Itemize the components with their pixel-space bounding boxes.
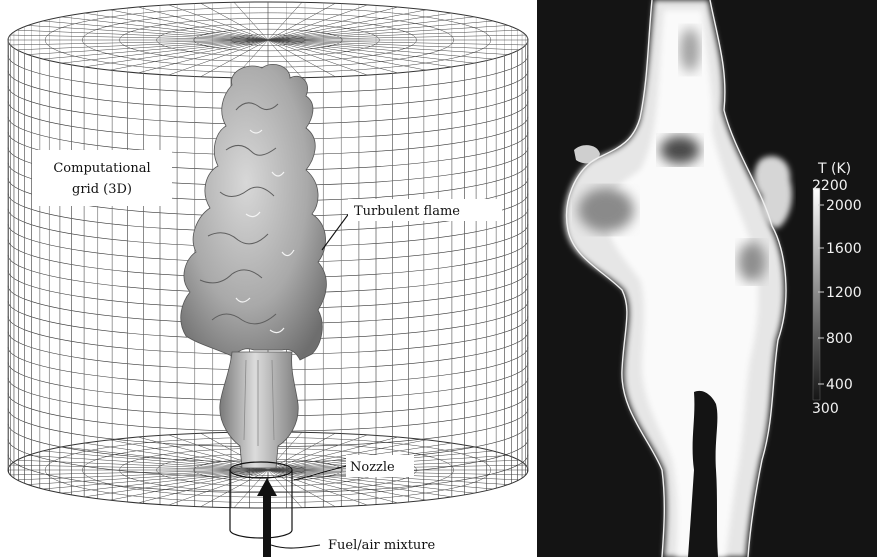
grid-cylinder-panel: Computational grid (3D) Turbulent flame … <box>8 2 528 557</box>
grid-label-line1: Computational <box>53 161 150 176</box>
fuel-air-mixture-label: Fuel/air mixture <box>328 538 436 553</box>
colorbar-tick-400: 400 <box>826 377 853 393</box>
nozzle-label: Nozzle <box>350 460 395 475</box>
colorbar-tick-1600: 1600 <box>826 241 862 257</box>
colorbar-title: T (K) <box>817 161 851 177</box>
colorbar-tick-2000: 2000 <box>826 198 862 214</box>
inlet-arrow <box>257 478 277 557</box>
temperature-field-panel: T (K) 2200 2000 1600 1200 800 400 300 <box>537 0 877 557</box>
grid-label-line2: grid (3D) <box>72 182 132 197</box>
turbulent-flame-label: Turbulent flame <box>354 204 460 219</box>
colorbar-tick-800: 800 <box>826 331 853 347</box>
colorbar-tick-1200: 1200 <box>826 285 862 301</box>
colorbar-max-label: 2200 <box>812 178 848 194</box>
colorbar-min-label: 300 <box>812 401 839 417</box>
turbulent-flame-surface <box>181 64 327 468</box>
